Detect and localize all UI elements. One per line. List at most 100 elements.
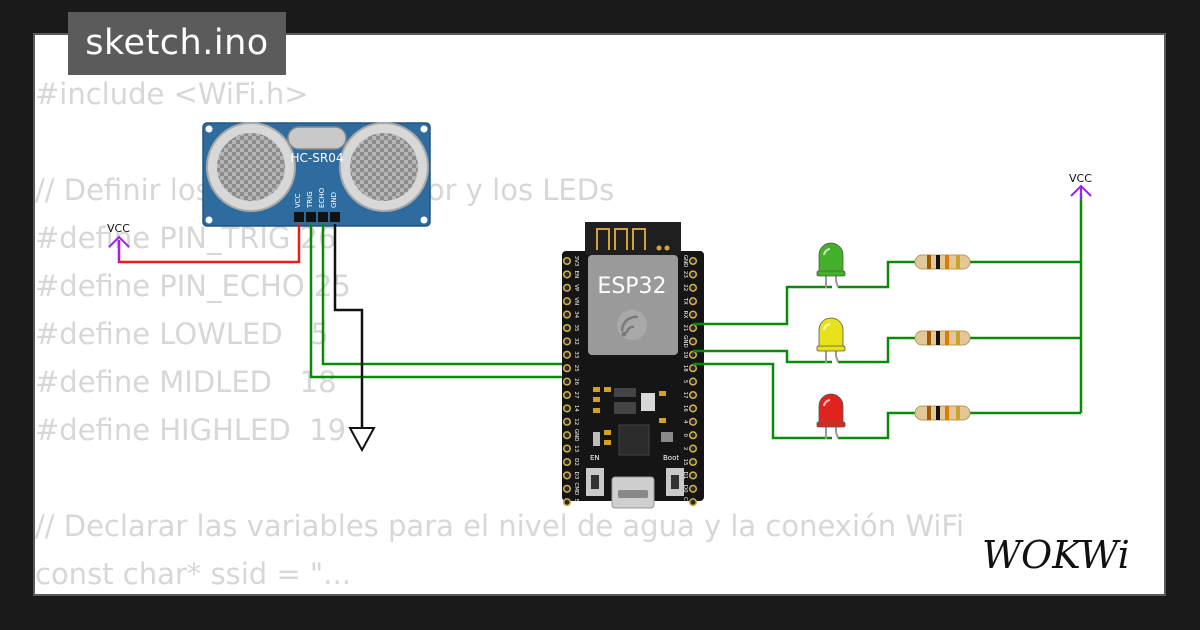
pin-right-TX[interactable]: [688, 297, 698, 306]
pin-label-left: D2: [573, 458, 579, 466]
pin-left-12[interactable]: [562, 417, 572, 426]
pin-right-17[interactable]: [688, 390, 698, 400]
pin-label-right: D0: [682, 485, 688, 493]
led-red[interactable]: [816, 393, 846, 439]
pin-label-left: 34: [573, 311, 579, 318]
pin-left-26[interactable]: [562, 377, 572, 386]
pin-label-left: 32: [573, 338, 579, 345]
pin-right-18[interactable]: [688, 364, 698, 373]
wire-gnd[interactable]: [333, 224, 364, 428]
code-line: #define HIGHLED 19: [35, 413, 347, 447]
en-button-label: EN: [590, 454, 600, 462]
pin-label-left: CMD: [573, 482, 579, 495]
pin-left-D2[interactable]: [562, 457, 572, 467]
pin-label-vcc: VCC: [294, 193, 302, 208]
code-line: #include <WiFi.h>: [35, 77, 309, 111]
resistor-1[interactable]: [914, 254, 971, 270]
file-tab[interactable]: sketch.ino: [68, 12, 286, 75]
sensor-pin-trig[interactable]: [306, 212, 316, 222]
esp32-board[interactable]: ESP32 3V3ENVPVN343532332526271412GND13D2…: [562, 222, 704, 509]
pin-right-RX[interactable]: [688, 310, 698, 319]
pin-label-left: 3V3: [573, 256, 579, 267]
transducer-left: [206, 122, 296, 212]
pin-header-right: [688, 256, 698, 507]
pin-left-5V[interactable]: [562, 498, 572, 507]
vcc-symbol-left: VCC: [107, 222, 130, 262]
pin-label-right: 2: [682, 447, 688, 451]
resistor-2[interactable]: [914, 330, 971, 346]
pin-right-19[interactable]: [688, 350, 698, 359]
pin-left-3V3[interactable]: [562, 256, 572, 266]
led-green[interactable]: [816, 242, 846, 288]
code-line: const char* ssid = "...: [35, 557, 351, 591]
pin-label-left: 13: [573, 445, 579, 452]
pin-left-VN[interactable]: [562, 297, 572, 306]
led-yellow[interactable]: [816, 317, 846, 363]
pin-label-right: 16: [682, 405, 688, 412]
pin-right-D0[interactable]: [688, 484, 698, 493]
wire-high-led[interactable]: [693, 362, 832, 440]
pin-right-16[interactable]: [688, 404, 698, 413]
pin-label-right: 18: [682, 365, 688, 372]
pin-label-right: 5: [682, 380, 688, 384]
sensor-pin-gnd[interactable]: [330, 212, 340, 222]
pin-left-32[interactable]: [562, 337, 572, 346]
wire-mid-led[interactable]: [693, 349, 832, 364]
pin-right-21[interactable]: [688, 323, 698, 333]
wire-trig[interactable]: [309, 224, 570, 379]
wire-resistors-vcc[interactable]: [970, 193, 1083, 415]
pin-left-33[interactable]: [562, 350, 572, 359]
pin-right-D1[interactable]: [688, 471, 698, 480]
pin-label-left: 35: [573, 325, 579, 332]
pin-right-CLK[interactable]: [688, 498, 698, 507]
pin-label-left: GND: [573, 429, 579, 442]
pin-left-34[interactable]: [562, 310, 572, 319]
pin-right-23[interactable]: [688, 270, 698, 279]
espressif-logo-icon: [617, 310, 647, 340]
boot-button-label: Boot: [663, 454, 679, 462]
esp32-module: [588, 255, 678, 355]
pin-left-35[interactable]: [562, 323, 572, 333]
wire-low-led[interactable]: [693, 285, 832, 326]
pin-left-25[interactable]: [562, 364, 572, 373]
vcc-label-right: VCC: [1069, 172, 1092, 185]
sensor-model-label: HC-SR04: [291, 151, 344, 165]
pin-label-right: CLK: [682, 497, 688, 508]
pin-right-0[interactable]: [688, 431, 698, 440]
pin-right-GND[interactable]: [688, 337, 698, 346]
pin-left-VP[interactable]: [562, 283, 572, 292]
pin-right-4[interactable]: [688, 417, 698, 426]
pin-label-right: 19: [682, 351, 688, 358]
pin-left-13[interactable]: [562, 444, 572, 453]
pin-left-D3[interactable]: [562, 471, 572, 480]
wire-led3-resistor[interactable]: [838, 411, 915, 440]
pin-right-GND[interactable]: [688, 256, 698, 266]
crystal: [287, 126, 347, 150]
resistor-3[interactable]: [914, 405, 971, 421]
pin-label-left: 33: [573, 351, 579, 358]
transducer-right: [339, 122, 429, 212]
pin-label-right: 15: [682, 459, 688, 466]
wire-vcc[interactable]: [117, 224, 301, 264]
ultrasonic-sensor[interactable]: HC-SR04 VCC TRIG ECHO GND: [202, 122, 431, 227]
wire-led1-resistor[interactable]: [838, 260, 915, 289]
pin-right-15[interactable]: [688, 457, 698, 467]
pin-right-22[interactable]: [688, 283, 698, 292]
pin-left-CMD[interactable]: [562, 484, 572, 493]
pin-left-14[interactable]: [562, 404, 572, 413]
pin-left-EN[interactable]: [562, 270, 572, 279]
pin-right-5[interactable]: [688, 377, 698, 386]
pin-left-GND[interactable]: [562, 431, 572, 440]
pin-label-right: 23: [682, 271, 688, 278]
pin-left-27[interactable]: [562, 390, 572, 400]
pin-label-left: 12: [573, 418, 579, 425]
wire-echo[interactable]: [321, 224, 570, 366]
pin-label-left: 26: [573, 378, 579, 385]
sensor-pin-echo[interactable]: [318, 212, 328, 222]
pin-right-2[interactable]: [688, 444, 698, 453]
sensor-pin-vcc[interactable]: [294, 212, 304, 222]
board-label: ESP32: [597, 274, 666, 299]
pin-label-right: RX: [682, 311, 688, 319]
pin-label-right: 4: [682, 420, 688, 424]
wire-led2-resistor[interactable]: [838, 336, 915, 364]
